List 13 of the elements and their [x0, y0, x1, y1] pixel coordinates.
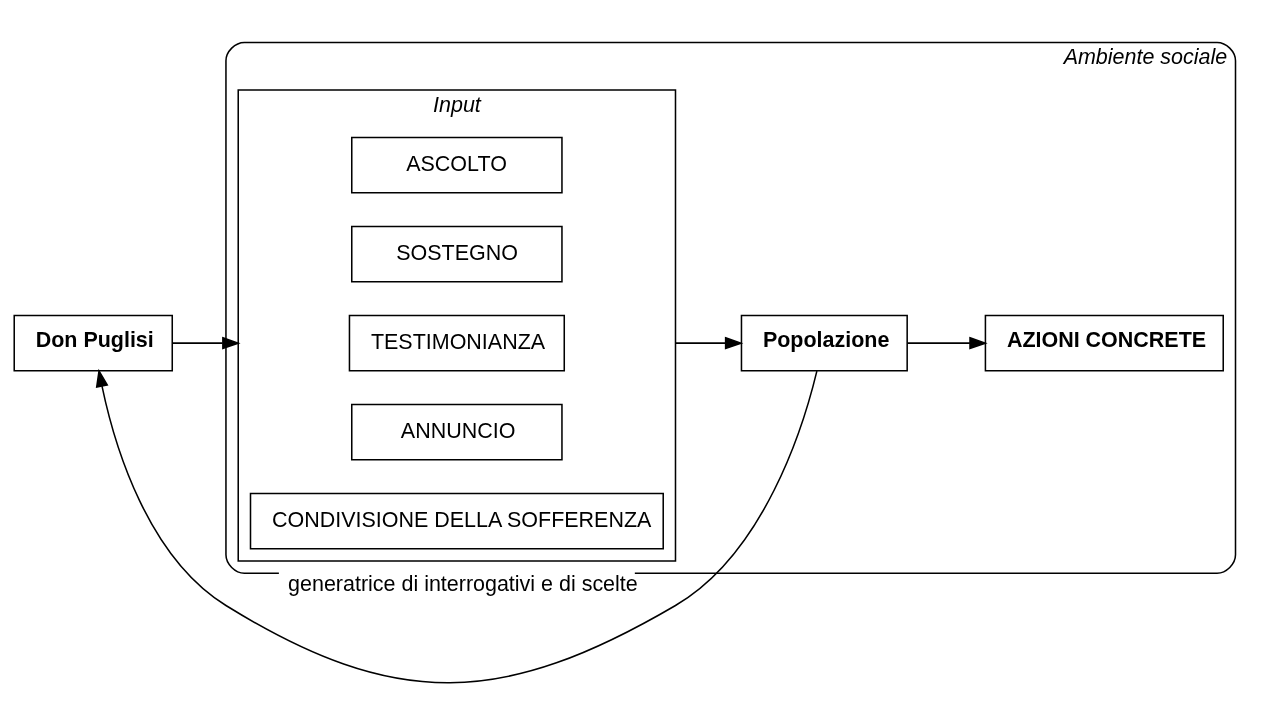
arrow	[906, 336, 988, 350]
node-box: Popolazione	[740, 314, 908, 372]
node-box: AZIONI CONCRETE	[984, 314, 1224, 372]
arrow	[674, 336, 744, 350]
arrow	[171, 336, 241, 350]
node-box: ASCOLTO	[351, 136, 563, 194]
arrow	[95, 368, 818, 684]
node-box: ANNUNCIO	[351, 403, 563, 461]
node-box: TESTIMONIANZA	[348, 314, 566, 372]
edge-label: generatrice di interrogativi e di scelte	[288, 572, 638, 597]
node-box: SOSTEGNO	[351, 225, 563, 283]
node-box: Don Puglisi	[13, 314, 173, 372]
node-box: CONDIVISIONE DELLA SOFFERENZA	[249, 492, 664, 550]
